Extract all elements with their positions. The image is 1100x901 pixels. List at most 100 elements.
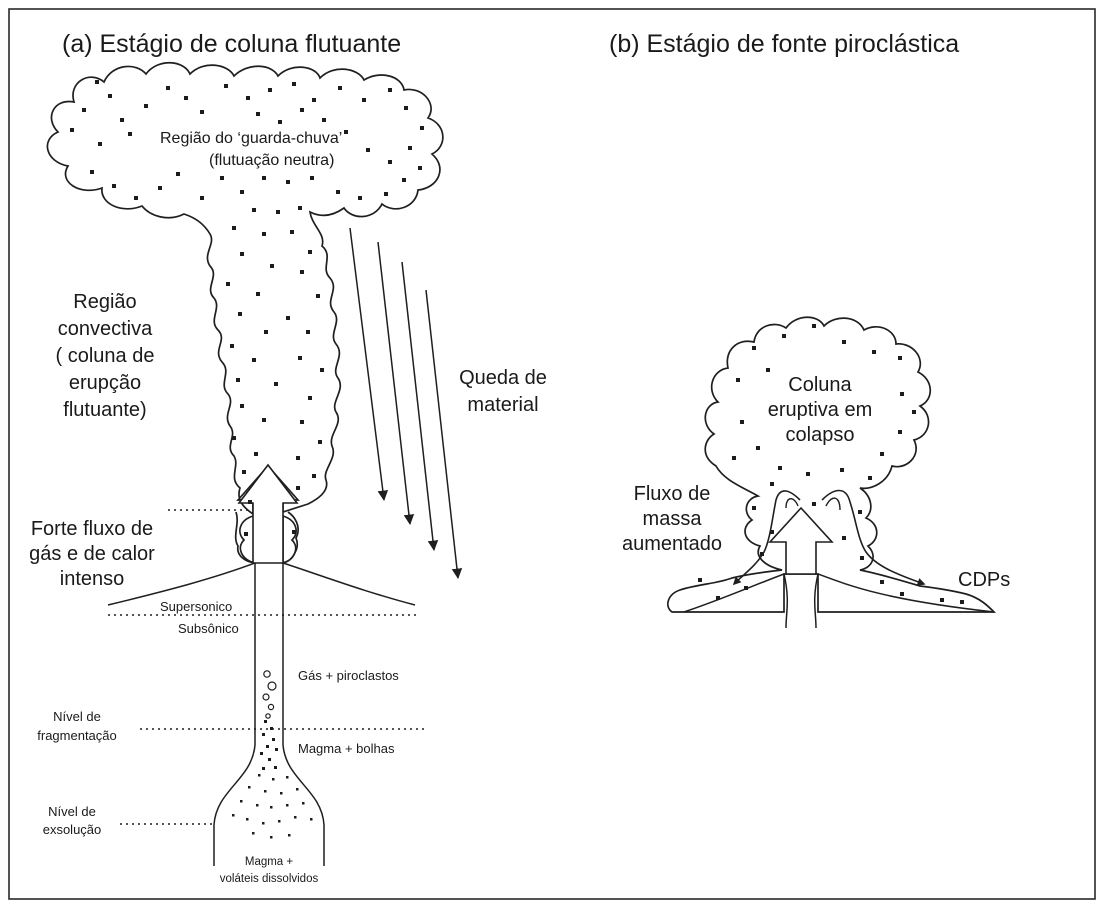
particle-dot — [310, 176, 314, 180]
particle-dot — [420, 126, 424, 130]
particle-dot — [254, 452, 258, 456]
particle-dot — [868, 476, 872, 480]
particle-dot — [82, 108, 86, 112]
particle-dot — [270, 264, 274, 268]
svg-text:Nível de: Nível de — [53, 709, 101, 724]
particle-dot — [274, 382, 278, 386]
particle-dot — [262, 176, 266, 180]
particle-dot — [240, 190, 244, 194]
particle-dot — [256, 292, 260, 296]
particle-dot — [760, 552, 764, 556]
fragmentation-label: Nível de fragmentação — [37, 709, 117, 743]
particle-dot — [290, 230, 294, 234]
particle-dot — [262, 822, 265, 825]
particle-dot — [268, 88, 272, 92]
particle-dot — [286, 180, 290, 184]
particle-dot — [232, 436, 236, 440]
cdps-label: CDPs — [958, 569, 1010, 591]
svg-text:fragmentação: fragmentação — [37, 728, 117, 743]
particle-dot — [716, 596, 720, 600]
particle-dot — [960, 600, 964, 604]
particle-dot — [298, 356, 302, 360]
particle-dot — [272, 778, 275, 781]
particle-dot — [144, 104, 148, 108]
particle-dot — [806, 472, 810, 476]
particle-dot — [300, 420, 304, 424]
svg-text:colapso: colapso — [786, 424, 855, 446]
particle-dot — [752, 346, 756, 350]
particle-dot — [296, 788, 299, 791]
particle-dot — [230, 344, 234, 348]
particle-dot — [402, 178, 406, 182]
particle-dot — [366, 148, 370, 152]
particle-dot — [338, 86, 342, 90]
particle-dot — [262, 767, 265, 770]
svg-text:aumentado: aumentado — [622, 533, 722, 555]
particle-dot — [306, 330, 310, 334]
particle-dot — [248, 500, 252, 504]
particle-dot — [842, 536, 846, 540]
particle-dot — [278, 120, 282, 124]
svg-text:voláteis dissolvidos: voláteis dissolvidos — [220, 873, 319, 885]
svg-text:Magma +: Magma + — [245, 856, 294, 868]
collapsing-column-cloud — [668, 317, 994, 612]
particle-dot — [812, 502, 816, 506]
particle-dot — [302, 802, 305, 805]
svg-text:gás e de calor: gás e de calor — [29, 543, 155, 565]
particle-dot — [248, 786, 251, 789]
particle-dot — [320, 368, 324, 372]
volcano-slope-right — [283, 563, 415, 605]
magma-volatiles-label: Magma + voláteis dissolvidos — [220, 856, 319, 885]
particle-dot — [264, 330, 268, 334]
svg-text:massa: massa — [643, 508, 703, 530]
particle-dot — [898, 430, 902, 434]
particle-dot — [108, 94, 112, 98]
particle-dot — [408, 146, 412, 150]
particle-dot — [238, 312, 242, 316]
particle-dot — [232, 814, 235, 817]
particle-dot — [276, 210, 280, 214]
particle-dot — [770, 530, 774, 534]
particle-dot — [274, 766, 277, 769]
particle-dot — [240, 800, 243, 803]
particle-dot — [184, 96, 188, 100]
particle-dot — [264, 790, 267, 793]
svg-text:( coluna de: ( coluna de — [56, 345, 155, 367]
particle-dot — [316, 294, 320, 298]
gas-pyroclasts-label: Gás + piroclastos — [298, 668, 399, 683]
particle-dot — [268, 758, 271, 761]
particle-dot — [70, 128, 74, 132]
particle-dot — [912, 410, 916, 414]
particle-dot — [200, 110, 204, 114]
particle-dot — [270, 727, 273, 730]
fallout-arrows — [350, 228, 458, 578]
particle-dot — [778, 466, 782, 470]
svg-text:Região: Região — [73, 291, 136, 313]
particle-dot — [880, 452, 884, 456]
particle-dot — [940, 598, 944, 602]
svg-text:Queda de: Queda de — [459, 367, 547, 389]
particle-dot — [296, 456, 300, 460]
particle-dot — [280, 792, 283, 795]
particle-dot — [275, 748, 278, 751]
particle-dot — [256, 112, 260, 116]
particle-dot — [418, 166, 422, 170]
particle-dot — [384, 192, 388, 196]
particle-dot — [246, 96, 250, 100]
particle-dot — [200, 196, 204, 200]
particle-dot — [292, 82, 296, 86]
particle-dot — [318, 440, 322, 444]
particle-dot — [388, 160, 392, 164]
svg-text:convectiva: convectiva — [58, 318, 153, 340]
particle-dot — [900, 392, 904, 396]
particle-dot — [252, 358, 256, 362]
particle-dot — [308, 250, 312, 254]
particle-dot — [128, 132, 132, 136]
particle-dot — [298, 206, 302, 210]
particle-dot — [344, 130, 348, 134]
supersonic-label: Supersonico — [160, 599, 232, 614]
particle-dot — [296, 486, 300, 490]
umbrella-label-line2: (flutuação neutra) — [209, 152, 334, 169]
particle-dot — [258, 774, 261, 777]
